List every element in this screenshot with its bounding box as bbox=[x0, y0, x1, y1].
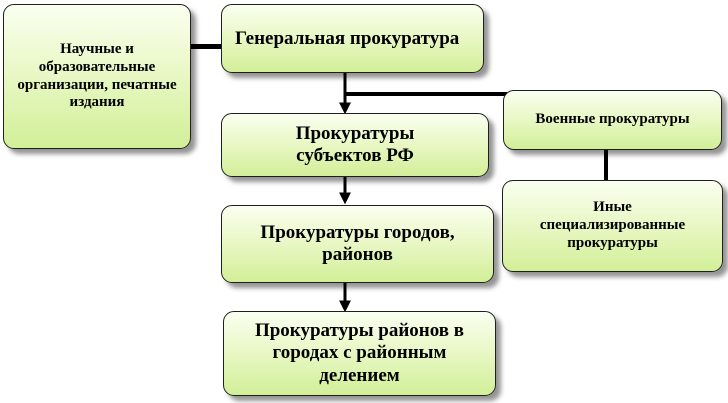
node-city-prosecutors-label: Прокуратуры городов, районов bbox=[260, 221, 455, 265]
node-district-prosecutors-label: Прокуратуры районов в городах с районным… bbox=[254, 319, 465, 386]
connector-military-specialized bbox=[604, 150, 608, 180]
connector-branch-military bbox=[345, 92, 507, 96]
connector-research-general bbox=[191, 44, 224, 49]
node-subject-prosecutors-label: Прокуратуры субъектов РФ bbox=[295, 122, 415, 166]
node-research-organizations-label: Научные и образовательные организации, п… bbox=[17, 41, 177, 111]
node-city-prosecutors: Прокуратуры городов, районов bbox=[221, 205, 494, 283]
node-research-organizations: Научные и образовательные организации, п… bbox=[3, 4, 191, 149]
node-district-prosecutors: Прокуратуры районов в городах с районным… bbox=[223, 311, 496, 396]
node-subject-prosecutors: Прокуратуры субъектов РФ bbox=[221, 113, 489, 177]
node-specialized-prosecutors: Иные специализированные прокуратуры bbox=[502, 180, 723, 272]
node-general-prosecutor: Генеральная прокуратура bbox=[221, 4, 484, 73]
node-general-prosecutor-label: Генеральная прокуратура bbox=[235, 28, 460, 49]
node-specialized-prosecutors-label: Иные специализированные прокуратуры bbox=[539, 199, 686, 251]
node-military-prosecutors: Военные прокуратуры bbox=[503, 90, 722, 150]
node-military-prosecutors-label: Военные прокуратуры bbox=[535, 111, 690, 128]
